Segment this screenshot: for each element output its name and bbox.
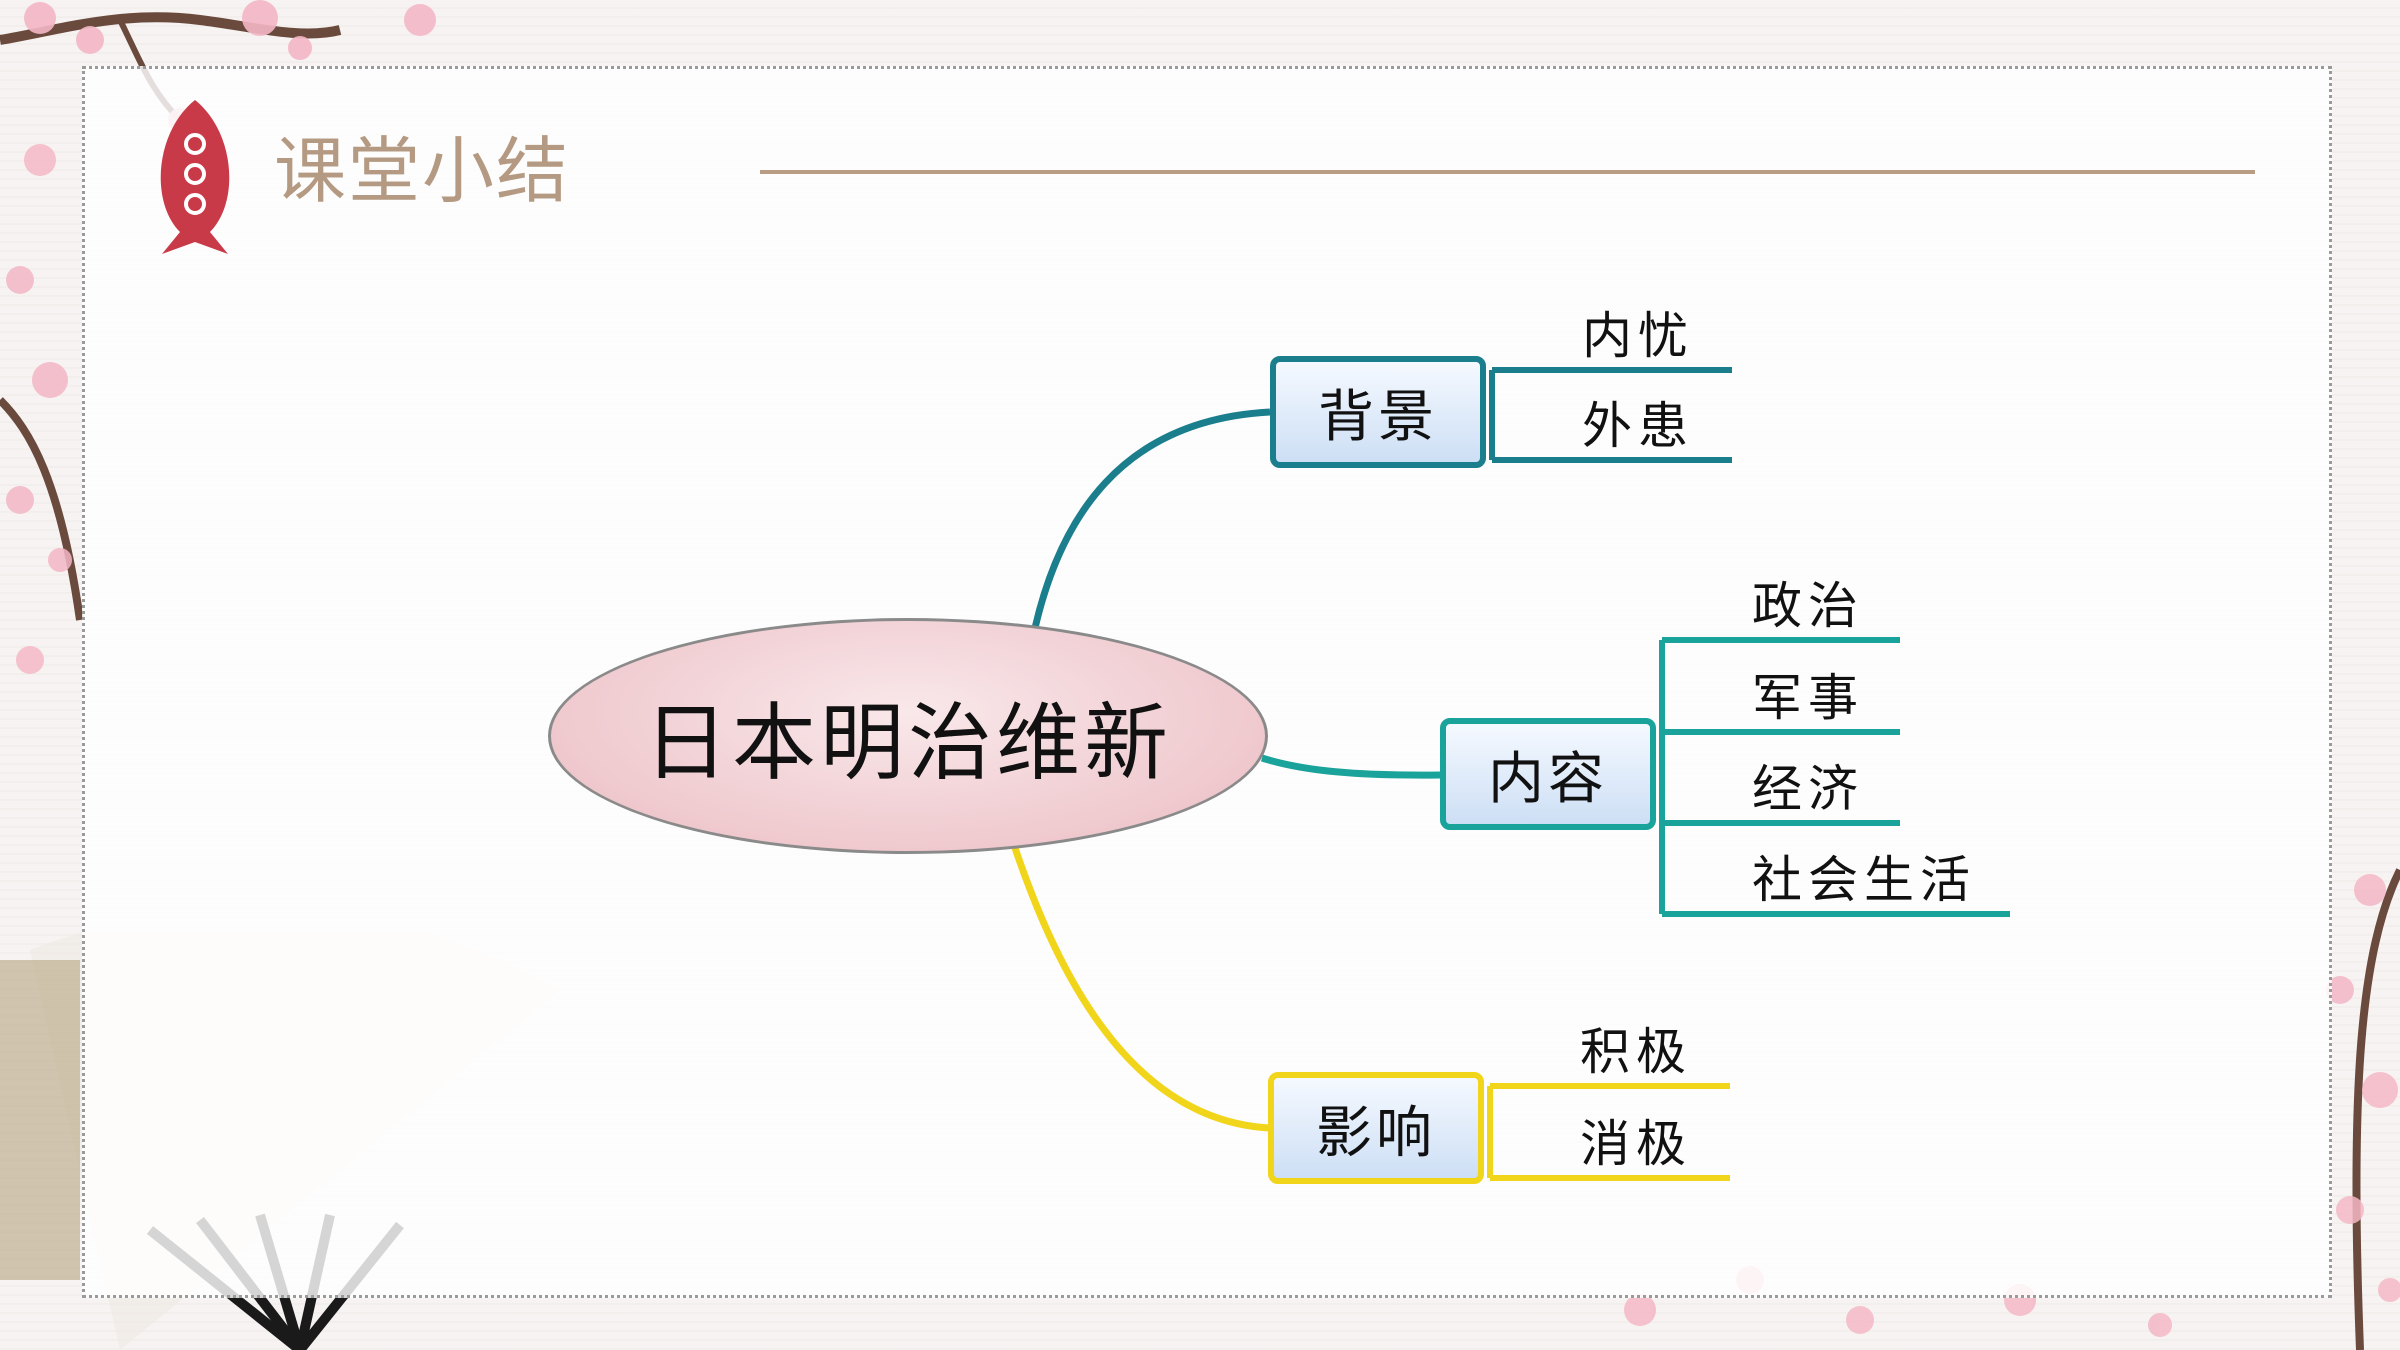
connector-background <box>1031 408 1271 629</box>
leaf-economy: 经济 <box>1752 760 1864 818</box>
central-topic: 日本明治维新 <box>548 618 1268 854</box>
cherry-blossom-branch-right <box>2326 868 2400 1350</box>
branch-label-background: 背景 <box>1318 384 1438 450</box>
leaf-internal-trouble: 内忧 <box>1582 307 1694 365</box>
slide-title: 课堂小结 <box>274 129 571 213</box>
branch-label-content: 内容 <box>1488 746 1608 812</box>
central-topic-label: 日本明治维新 <box>643 693 1172 792</box>
connector-impact <box>1011 846 1271 1132</box>
branch-node-impact: 影响 <box>1268 1072 1484 1184</box>
branch-label-impact: 影响 <box>1316 1100 1436 1166</box>
leaf-military: 军事 <box>1752 669 1864 727</box>
branch-node-background: 背景 <box>1270 356 1486 468</box>
leaf-politics: 政治 <box>1752 577 1864 635</box>
leaf-negative: 消极 <box>1580 1115 1692 1173</box>
leaf-positive: 积极 <box>1580 1023 1692 1081</box>
cherry-blossom-branch-left <box>0 144 84 674</box>
leaf-external-threat: 外患 <box>1582 397 1694 455</box>
leaf-social-life: 社会生活 <box>1752 851 1976 909</box>
branch-node-content: 内容 <box>1440 718 1656 830</box>
title-divider <box>760 170 2255 174</box>
fish-charm-icon <box>160 100 230 254</box>
connector-content <box>1260 754 1441 779</box>
